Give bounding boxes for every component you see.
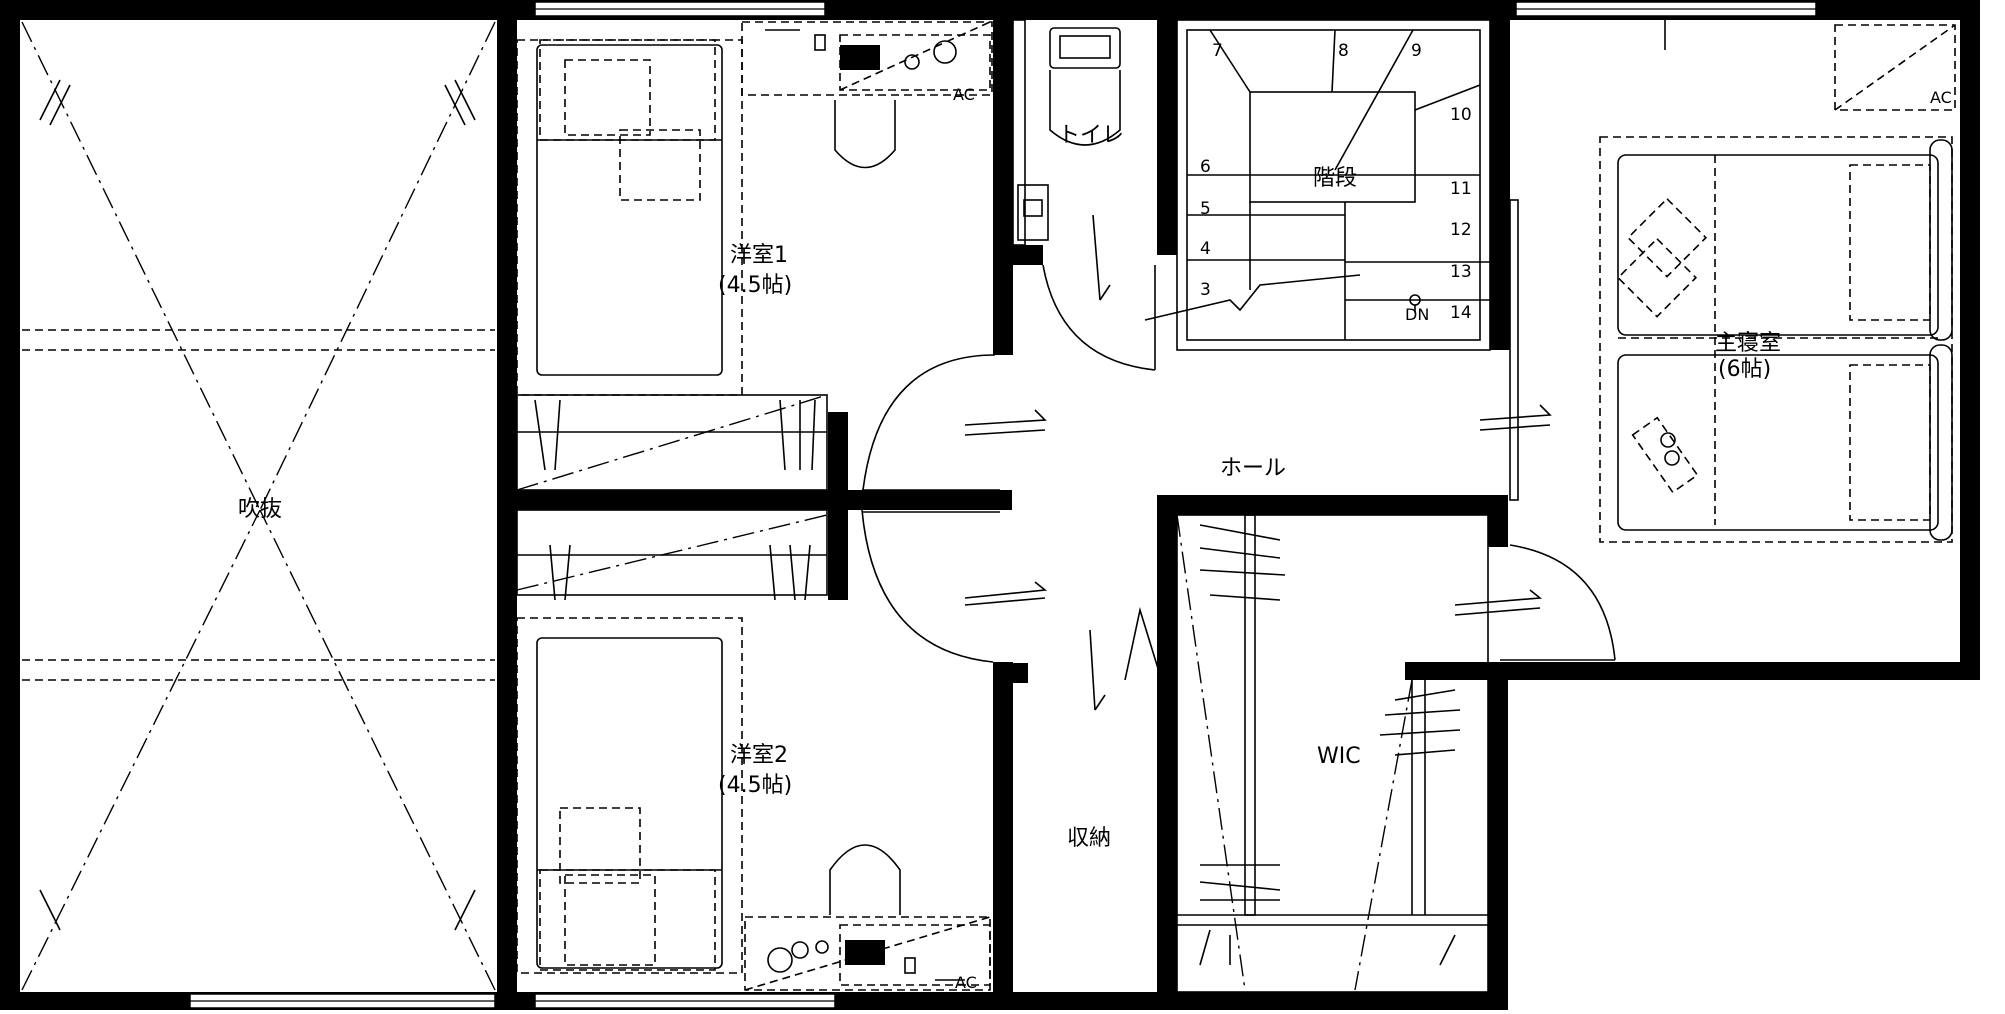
stair-step-9: 9: [1411, 41, 1422, 61]
wic-label: WIC: [1317, 744, 1361, 769]
ac-label-room1: AC: [953, 85, 975, 104]
walk-in-closet: WIC: [1176, 514, 1489, 993]
room2-name: 洋室2: [730, 743, 788, 768]
stair-step-11: 11: [1450, 179, 1472, 199]
ac-label-room2: AC: [955, 973, 977, 992]
stairs-label: 階段: [1313, 166, 1357, 191]
room1-size: (4.5帖): [718, 273, 792, 298]
master-name: 主寝室: [1715, 331, 1781, 356]
storage-label: 収納: [1067, 826, 1111, 851]
toilet-label: トイレ: [1058, 123, 1124, 148]
stair-step-13: 13: [1450, 262, 1472, 282]
storage: 収納: [1067, 826, 1111, 851]
hall: ホール: [861, 199, 1616, 711]
room-youshitsu2: AC 洋室2 (4.5帖): [516, 509, 991, 992]
master-bedroom: AC 主寝室 (6帖): [1599, 20, 1956, 543]
master-size: (6帖): [1718, 357, 1771, 382]
stair-step-7: 7: [1212, 41, 1223, 61]
stair-step-10: 10: [1450, 105, 1472, 125]
toilet-room: トイレ: [1012, 19, 1156, 371]
stair-step-6: 6: [1200, 157, 1211, 177]
stair-step-4: 4: [1200, 239, 1211, 259]
fukinuke-void: 吹抜: [21, 21, 496, 991]
stair-step-5: 5: [1200, 199, 1211, 219]
ac-label-master: AC: [1930, 88, 1952, 107]
stair-step-12: 12: [1450, 220, 1472, 240]
stair-step-14: 14: [1450, 303, 1472, 323]
room-youshitsu1: AC 洋室1 (4.5帖): [516, 21, 993, 491]
stairs: 3 4 5 6 7 8 9 10 11 12 13 14 DN 階段: [1144, 19, 1491, 351]
fukinuke-label: 吹抜: [238, 497, 282, 522]
stair-step-8: 8: [1338, 41, 1349, 61]
room2-size: (4.5帖): [718, 773, 792, 798]
windows: [189, 1, 1817, 1009]
room1-name: 洋室1: [730, 243, 788, 268]
stair-step-3: 3: [1200, 280, 1211, 300]
stairs-dn-label: DN: [1405, 305, 1429, 324]
hall-label: ホール: [1220, 456, 1286, 481]
